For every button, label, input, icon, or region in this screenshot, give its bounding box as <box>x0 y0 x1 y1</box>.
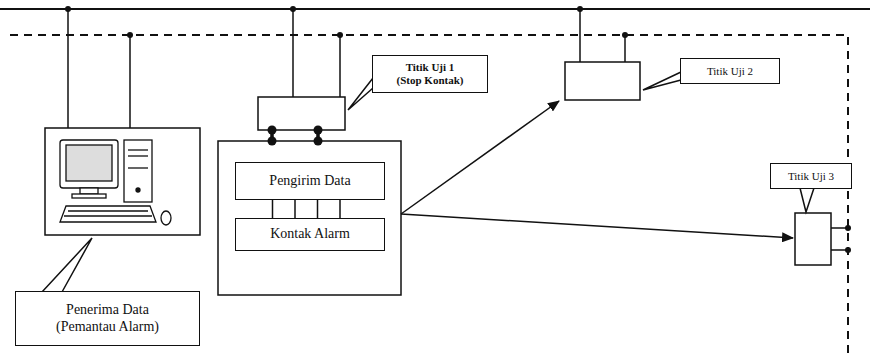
node-label: Penerima Data (Pemantau Alarm) <box>45 302 170 334</box>
node-label: Pengirim Data <box>269 173 350 189</box>
test-point-box <box>565 62 640 100</box>
node-label: Titik Uji 1 (Stop Kontak) <box>396 61 464 86</box>
node-label: Titik Uji 3 <box>788 170 834 183</box>
node-label: Kontak Alarm <box>270 226 350 242</box>
computer-icon <box>60 140 171 225</box>
signal-arrow <box>401 214 793 238</box>
callout-box: Titik Uji 2 <box>680 58 780 84</box>
callout-box: Titik Uji 1 (Stop Kontak) <box>372 55 488 93</box>
test-point-box <box>795 213 831 265</box>
node-label: Titik Uji 2 <box>707 65 753 78</box>
process-box: Kontak Alarm <box>235 218 385 251</box>
socket-box <box>258 97 345 130</box>
sender-housing <box>218 141 401 295</box>
wire-connector <box>317 200 319 218</box>
wire-connector <box>339 200 341 218</box>
computer-box <box>45 128 200 235</box>
wire-connector <box>294 200 296 218</box>
wire-connector <box>272 200 274 218</box>
dashed-line <box>10 35 848 356</box>
callout-box: Titik Uji 3 <box>770 163 852 189</box>
callout-box: Penerima Data (Pemantau Alarm) <box>15 291 200 346</box>
supply-line <box>0 8 870 10</box>
signal-arrow <box>401 101 559 214</box>
process-box: Pengirim Data <box>235 162 385 200</box>
